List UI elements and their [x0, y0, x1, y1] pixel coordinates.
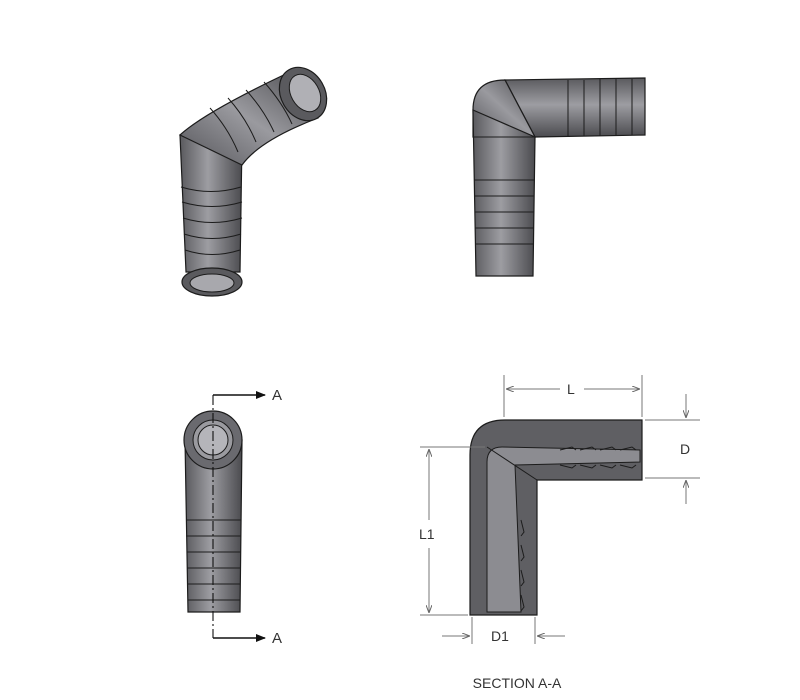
dim-label-D1: D1	[491, 628, 509, 644]
barb-teeth-vertical	[520, 519, 525, 612]
dimension-D: D	[645, 394, 700, 504]
barb-teeth-horizontal	[559, 446, 637, 469]
iso-view-elbow	[178, 66, 328, 297]
section-mark-top: A	[272, 387, 282, 404]
dimension-D1: D1	[442, 617, 565, 644]
dim-label-L1: L1	[419, 526, 435, 542]
section-mark-bottom: A	[272, 630, 282, 647]
dimension-L: L	[503, 375, 643, 417]
section-caption: SECTION A-A	[473, 675, 562, 691]
dimension-L1: L1	[419, 446, 485, 616]
front-view-elbow: A A	[183, 387, 282, 647]
section-view: L D L1 D1 SECTION A-A	[419, 375, 700, 691]
dim-label-L: L	[567, 381, 575, 397]
side-view-elbow	[472, 77, 646, 277]
dim-label-D: D	[680, 441, 690, 457]
